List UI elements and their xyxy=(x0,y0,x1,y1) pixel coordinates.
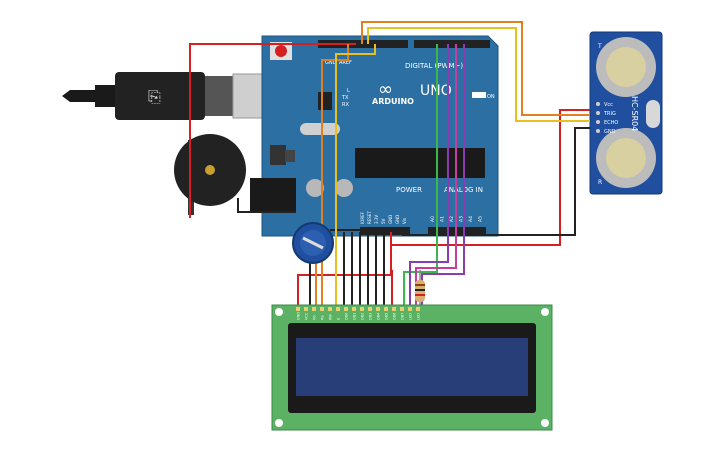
sensor-r-label: R xyxy=(598,179,602,186)
lcd-pin-pad xyxy=(376,307,380,311)
analog-pin-label: A2 xyxy=(449,216,455,222)
sensor-t-label: T xyxy=(597,43,602,50)
power-pin-label: GND xyxy=(395,215,400,224)
lcd-screen xyxy=(296,338,528,396)
lcd-pin-pad xyxy=(384,307,388,311)
lcd-pin-pad xyxy=(352,307,356,311)
power-pin-label: 5V xyxy=(381,218,386,224)
l-led-label: L xyxy=(347,88,350,94)
sensor-pin-dot xyxy=(596,111,600,115)
power-pin-label: RESET xyxy=(367,211,372,224)
lcd-pin-pad xyxy=(320,307,324,311)
power-label: POWER xyxy=(396,186,422,194)
sensor-pin-label: GND xyxy=(604,129,616,135)
lcd-pin-label: GND xyxy=(297,312,301,320)
lcd-pin-label: E xyxy=(337,318,341,320)
rx-label: RX xyxy=(342,102,349,108)
lcd-pin-label: DB1 xyxy=(353,313,357,320)
arduino-uno-board: AREF GND DIGITAL (PWM~) ∞ ARDUINO UNO L … xyxy=(250,35,499,237)
on-led-label: ON xyxy=(487,94,495,100)
usb-cable: ⎘ xyxy=(62,72,284,120)
digital-pwm-label: DIGITAL (PWM~) xyxy=(405,62,463,70)
lcd-pin-pad xyxy=(400,307,404,311)
lcd-pin-pad xyxy=(328,307,332,311)
sensor-pin-label: ECHO xyxy=(604,120,618,126)
lcd-pin-label: VCC xyxy=(305,312,309,320)
analog-pin-label: A5 xyxy=(478,216,484,222)
lcd-pin-label: DB4 xyxy=(377,312,381,320)
aref-label: AREF xyxy=(339,60,352,66)
lcd-pin-label: LED xyxy=(417,313,421,320)
lcd-pin-pad xyxy=(416,307,420,311)
power-pin-label: Vin xyxy=(402,217,407,224)
potentiometer xyxy=(292,222,334,264)
sensor-pin-dot xyxy=(596,120,600,124)
infinity-logo-icon: ∞ xyxy=(378,79,393,100)
lcd-pin-label: RW xyxy=(329,314,333,320)
power-pin-label: GND xyxy=(388,215,393,224)
model-label: UNO xyxy=(420,83,452,99)
lcd-pin-label: DB3 xyxy=(369,313,373,320)
analog-pin-label: A3 xyxy=(459,216,465,222)
lcd-pin-label: DB5 xyxy=(385,313,389,320)
piezo-buzzer xyxy=(174,134,246,215)
lcd-pin-pad xyxy=(344,307,348,311)
brand-label: ARDUINO xyxy=(372,97,414,106)
gnd-label: GND xyxy=(325,60,337,66)
lcd-pin-label: RS xyxy=(321,315,325,320)
lcd-pin-pad xyxy=(336,307,340,311)
tx-label: TX xyxy=(341,95,349,101)
lcd-16x2-module: GND VCC V0 RS RW E DB0 DB1 DB2 DB3 DB4 DB5 DB6 DB7 LED… xyxy=(271,304,553,431)
lcd-pin-label: DB2 xyxy=(361,313,365,320)
sensor-pin-label: Vcc xyxy=(604,102,613,108)
lcd-pin-pad xyxy=(392,307,396,311)
lcd-pin-label: DB0 xyxy=(345,313,349,320)
lcd-pin-pad xyxy=(368,307,372,311)
analog-pin-label: A4 xyxy=(468,216,474,222)
lcd-pin-label: DB7 xyxy=(401,313,405,320)
sensor-pin-label: TRIG xyxy=(603,111,616,117)
lcd-pin-pad xyxy=(312,307,316,311)
power-pin-label: IOREF xyxy=(360,211,365,224)
resistor xyxy=(415,270,425,305)
lcd-pin-label: V0 xyxy=(313,315,317,320)
svg-text:⎘: ⎘ xyxy=(148,87,161,106)
lcd-pin-pad xyxy=(296,307,300,311)
lcd-pin-pad xyxy=(408,307,412,311)
lcd-pin-label: LED xyxy=(409,313,413,320)
lcd-pin-pad xyxy=(304,307,308,311)
lcd-pin-pad xyxy=(360,307,364,311)
analog-pin-label: A0 xyxy=(430,216,436,222)
lcd-pin-label: DB6 xyxy=(393,313,397,320)
sensor-pin-dot xyxy=(596,129,600,133)
sensor-pin-dot xyxy=(596,102,600,106)
lcd-pin-labels: GND VCC V0 RS RW E DB0 DB1 DB2 DB3 DB4 DB5 DB6 DB7 LED… xyxy=(296,307,421,320)
sensor-name: HC-SR04 xyxy=(630,96,639,131)
analog-pin-label: A1 xyxy=(440,216,446,222)
power-pin-label: 3.3V xyxy=(374,215,379,224)
